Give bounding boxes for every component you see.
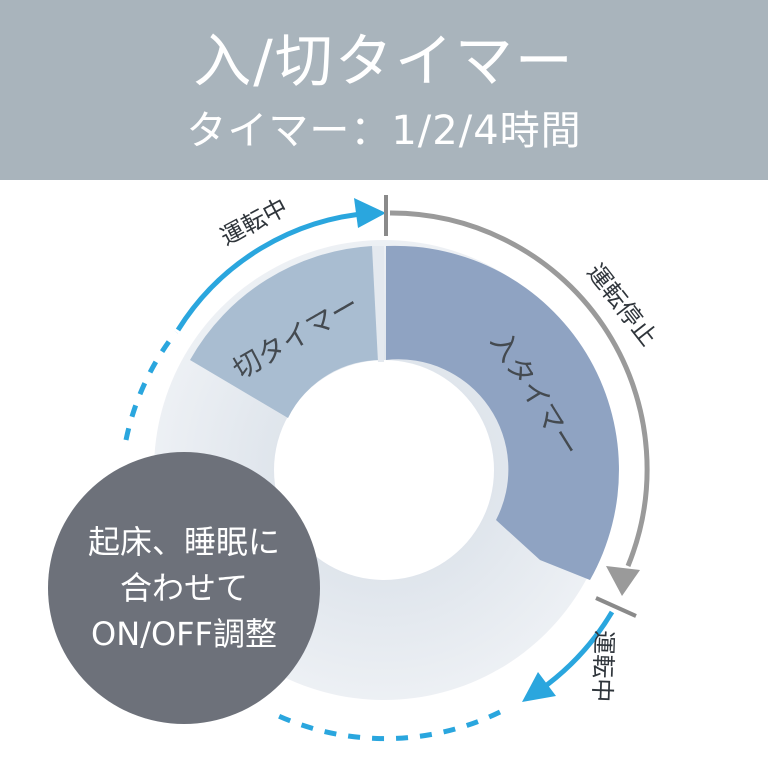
off-timer-gap — [372, 246, 384, 362]
running-label-top: 運転中 — [216, 193, 293, 252]
stopped-arrowhead — [606, 566, 640, 596]
on-timer-segment — [386, 245, 619, 580]
page-subtitle: タイマー：1/2/4時間 — [186, 108, 582, 154]
page-title: 入/切タイマー — [193, 27, 575, 95]
running-arc-top — [175, 210, 373, 332]
running-arc-bottom-dashed — [268, 709, 502, 742]
off-timer-segment — [190, 246, 384, 418]
running-label-bottom: 運転中 — [587, 630, 617, 703]
stopped-arc — [389, 210, 650, 567]
timeline-switch-tick — [595, 596, 637, 618]
badge-line-1: 起床、睡眠に — [87, 523, 280, 561]
running-arc-top-dashed — [123, 330, 178, 441]
badge-line-2: 合わせて — [119, 569, 248, 607]
ring-hole — [276, 362, 492, 578]
header-banner: 入/切タイマー タイマー：1/2/4時間 — [0, 0, 768, 180]
stopped-label: 運転停止 — [581, 258, 662, 351]
adjust-badge: 起床、睡眠に 合わせて ON/OFF調整 — [48, 452, 320, 724]
running-arrowhead-top — [354, 198, 386, 228]
badge-line-3: ON/OFF調整 — [91, 615, 277, 653]
running-arrowhead-bottom — [522, 672, 556, 702]
